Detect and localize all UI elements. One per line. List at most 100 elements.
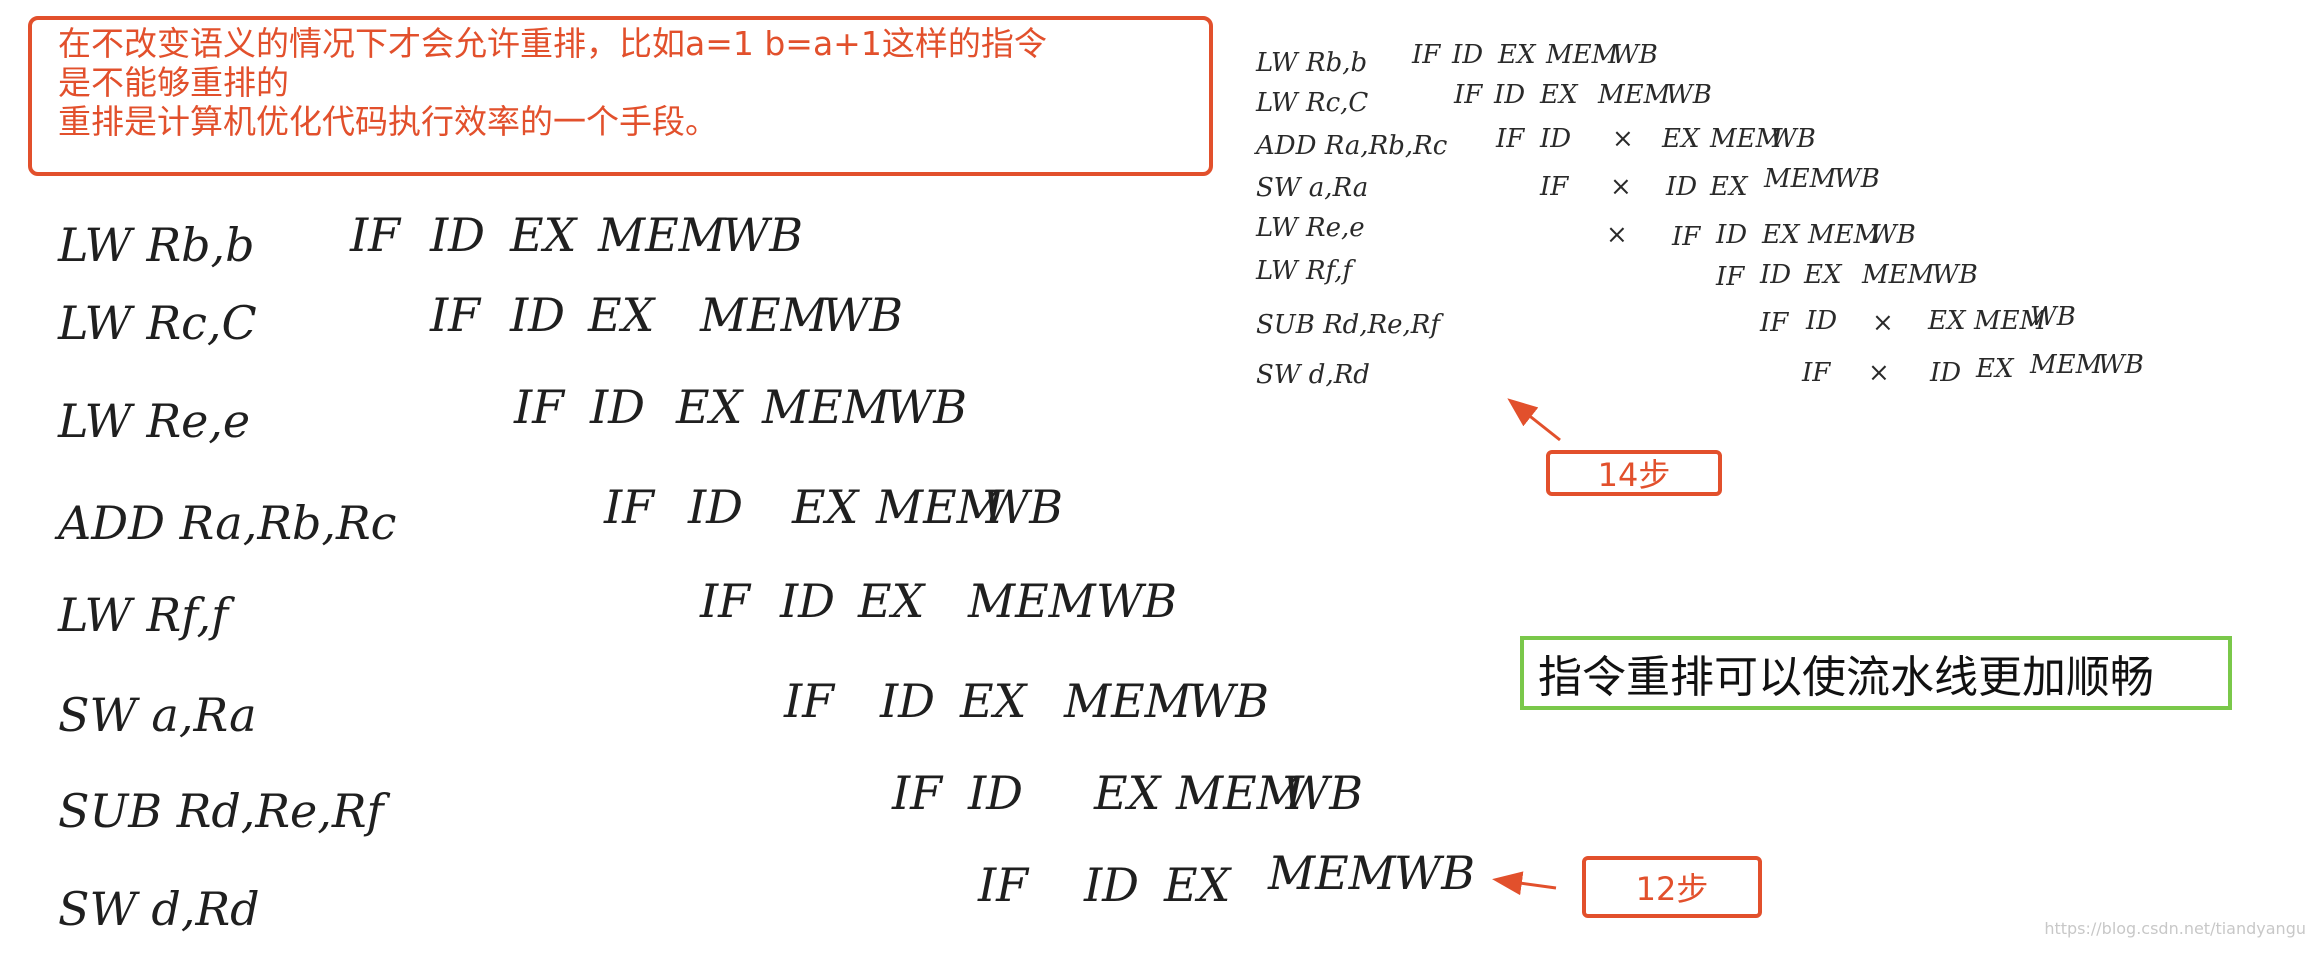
stage-mem: MEM (762, 380, 890, 434)
instruction-label: LW Rf,f (58, 588, 229, 642)
stage-ex: EX (676, 380, 743, 434)
stall-mark: × (1868, 358, 1890, 388)
stage-id: ID (1084, 858, 1140, 912)
instruction-label: LW Rc,C (58, 296, 257, 350)
stage-mem: MEM (1808, 220, 1881, 250)
instruction-label: LW Rb,b (58, 218, 255, 272)
note-line: 重排是计算机优化代码执行效率的一个手段。 (58, 102, 718, 141)
stage-if: IF (1496, 124, 1525, 154)
stage-ex: EX (510, 208, 577, 262)
note-line: 是不能够重排的 (58, 63, 289, 102)
stage-wb: WB (1612, 40, 1658, 70)
stage-ex: EX (1498, 40, 1536, 70)
stage-wb: WB (1096, 574, 1178, 628)
stage-mem: MEM (1064, 674, 1192, 728)
stage-id: ID (1666, 172, 1698, 202)
stage-mem: MEM (598, 208, 726, 262)
stage-id: ID (1716, 220, 1748, 250)
stage-id: ID (1452, 40, 1484, 70)
stage-ex: EX (1762, 220, 1800, 250)
stage-ex: EX (858, 574, 925, 628)
instruction-label: SW d,Rd (58, 882, 260, 936)
instruction-label: SUB Rd,Re,Rf (1256, 310, 1441, 340)
stage-if: IF (1454, 80, 1483, 110)
stage-ex: EX (792, 480, 859, 534)
stage-mem: MEM (876, 480, 1004, 534)
instruction-label: LW Rc,C (1256, 88, 1369, 118)
stage-wb: WB (1870, 220, 1916, 250)
stage-if: IF (1540, 172, 1569, 202)
stage-mem: MEM (700, 288, 828, 342)
stage-if: IF (1412, 40, 1441, 70)
stage-if: IF (978, 858, 1029, 912)
watermark: https://blog.csdn.net/tiandyangu (2044, 919, 2306, 938)
instruction-label: SW d,Rd (1256, 360, 1370, 390)
instruction-label: LW Rf,f (1256, 256, 1353, 286)
stage-if: IF (514, 380, 565, 434)
stage-id: ID (1806, 306, 1838, 336)
stage-wb: WB (1394, 846, 1476, 900)
stall-mark: × (1606, 220, 1628, 250)
stage-id: ID (1494, 80, 1526, 110)
stage-id: ID (590, 380, 646, 434)
instruction-label: SW a,Ra (1256, 173, 1369, 203)
stage-mem: MEM (1176, 766, 1304, 820)
stage-if: IF (1716, 262, 1745, 292)
stage-id: ID (1540, 124, 1572, 154)
stage-wb: WB (1932, 260, 1978, 290)
stage-wb: WB (1188, 674, 1270, 728)
step-count-14: 14步 (1546, 450, 1722, 496)
conclusion-text: 指令重排可以使流水线更加顺畅 (1538, 652, 2154, 703)
stage-wb: WB (1666, 80, 1712, 110)
stage-ex: EX (1540, 80, 1578, 110)
step-count-12: 12步 (1582, 856, 1762, 918)
stage-if: IF (1760, 308, 1789, 338)
stage-if: IF (892, 766, 943, 820)
note-box (28, 16, 1213, 176)
stage-mem: MEM (1268, 846, 1396, 900)
note-line: 在不改变语义的情况下才会允许重排，比如a=1 b=a+1这样的指令 (58, 24, 1047, 63)
stage-ex: EX (1928, 306, 1966, 336)
step-count-label: 14步 (1597, 456, 1671, 494)
stage-if: IF (784, 674, 835, 728)
instruction-label: SUB Rd,Re,Rf (58, 784, 384, 838)
stage-ex: EX (588, 288, 655, 342)
stage-id: ID (968, 766, 1024, 820)
stage-id: ID (510, 288, 566, 342)
stage-id: ID (880, 674, 936, 728)
instruction-label: ADD Ra,Rb,Rc (58, 496, 397, 550)
arrow-12-steps (1492, 871, 1557, 896)
stage-id: ID (780, 574, 836, 628)
instruction-label: LW Rb,b (1256, 48, 1368, 78)
stage-ex: EX (960, 674, 1027, 728)
stage-mem: MEM (968, 574, 1096, 628)
stall-mark: × (1872, 308, 1894, 338)
stage-wb: WB (982, 480, 1064, 534)
stage-mem: MEM (1546, 40, 1619, 70)
stage-mem: MEM (1710, 124, 1783, 154)
stage-wb: WB (722, 208, 804, 262)
instruction-label: ADD Ra,Rb,Rc (1256, 131, 1448, 161)
stall-mark: × (1610, 172, 1632, 202)
instruction-label: LW Re,e (1256, 213, 1365, 243)
stage-mem: MEM (2030, 350, 2103, 380)
stage-mem: MEM (1862, 260, 1935, 290)
stage-mem: MEM (1974, 306, 2047, 336)
stage-if: IF (1672, 222, 1701, 252)
stage-id: ID (430, 208, 486, 262)
instruction-label: LW Re,e (58, 394, 251, 448)
stage-ex: EX (1164, 858, 1231, 912)
stage-ex: EX (1976, 354, 2014, 384)
instruction-label: SW a,Ra (58, 688, 257, 742)
note-text: 在不改变语义的情况下才会允许重排，比如a=1 b=a+1这样的指令 是不能够重排… (58, 24, 1047, 141)
stage-if: IF (604, 480, 655, 534)
stage-id: ID (1930, 358, 1962, 388)
stage-ex: EX (1804, 260, 1842, 290)
stage-wb: WB (2098, 350, 2144, 380)
step-count-label: 12步 (1635, 870, 1709, 908)
stage-wb: WB (822, 288, 904, 342)
stall-mark: × (1612, 124, 1634, 154)
stage-wb: WB (2030, 302, 2076, 332)
stage-mem: MEM (1764, 164, 1837, 194)
